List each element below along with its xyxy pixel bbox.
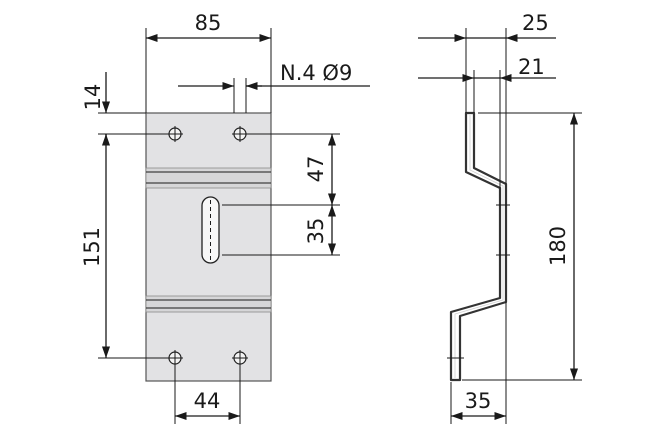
profile-outline bbox=[449, 111, 508, 382]
label-slot-top-offset: 47 bbox=[304, 156, 328, 183]
dim-top-offset: 14 bbox=[81, 72, 175, 140]
label-hole-spacing-vertical: 151 bbox=[80, 227, 104, 267]
label-top-offset: 14 bbox=[81, 84, 105, 111]
dim-slot-length: 35 bbox=[222, 205, 340, 256]
upper-bend-band bbox=[145, 167, 272, 189]
label-profile-height: 180 bbox=[546, 226, 570, 266]
dim-slot-top-offset: 47 bbox=[222, 133, 340, 206]
dim-profile-depth-inner: 21 bbox=[418, 55, 556, 188]
label-profile-bottom-width: 35 bbox=[465, 389, 492, 413]
lower-bend-band bbox=[145, 295, 272, 313]
label-slot-length: 35 bbox=[304, 218, 328, 245]
dim-profile-height: 180 bbox=[462, 112, 582, 381]
label-hole-spacing-horizontal: 44 bbox=[194, 389, 221, 413]
label-profile-depth-inner: 21 bbox=[518, 55, 545, 79]
dim-hole-spacing-horizontal: 44 bbox=[174, 358, 241, 424]
label-holes-note: N.4 Ø9 bbox=[280, 61, 352, 85]
label-plate-width: 85 bbox=[195, 11, 222, 35]
dim-hole-spacing-vertical: 151 bbox=[80, 134, 175, 359]
front-view bbox=[145, 112, 272, 382]
dim-profile-depth-outer: 25 bbox=[418, 11, 556, 184]
dim-profile-bottom-width: 35 bbox=[450, 302, 507, 424]
dim-holes-note: N.4 Ø9 bbox=[178, 61, 370, 113]
side-view bbox=[447, 111, 510, 382]
dim-plate-width: 85 bbox=[145, 11, 272, 113]
label-profile-depth-outer: 25 bbox=[522, 11, 549, 35]
